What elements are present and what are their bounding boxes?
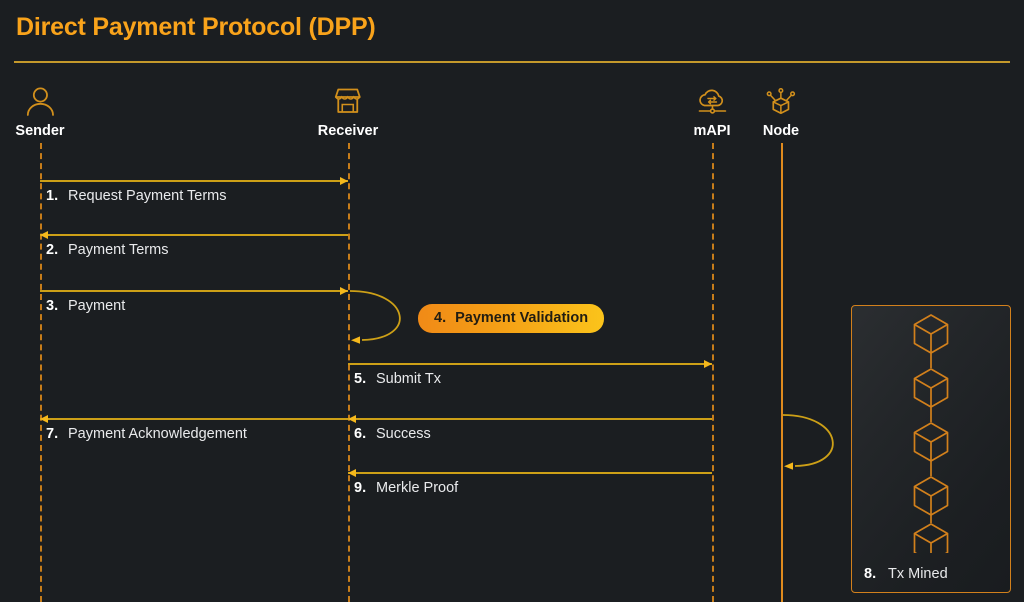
- self-action-label: Payment Validation: [455, 310, 589, 326]
- message-number: 9.: [354, 480, 367, 496]
- self-action-label: Tx Mined: [888, 566, 948, 582]
- message-text: Payment Terms: [68, 242, 169, 258]
- node-cube-icon: [763, 84, 799, 118]
- person-icon: [15, 84, 64, 118]
- arrowhead-right-icon: [340, 287, 348, 295]
- message-label: 5. Submit Tx: [354, 371, 441, 387]
- message-line: [40, 180, 348, 182]
- arrowhead-left-icon: [348, 415, 356, 423]
- self-action-number: 8.: [864, 566, 877, 582]
- message-label: 1. Request Payment Terms: [46, 188, 227, 204]
- actor-sender[interactable]: Sender: [15, 84, 65, 140]
- message-3[interactable]: 3. Payment: [40, 287, 348, 320]
- message-line: [40, 234, 348, 236]
- arrowhead-left-icon: [40, 415, 48, 423]
- message-6[interactable]: 6. Success: [348, 415, 712, 448]
- message-label: 2. Payment Terms: [46, 242, 168, 258]
- message-line: [40, 418, 348, 420]
- message-line: [40, 290, 348, 292]
- message-label: 9. Merkle Proof: [354, 480, 458, 496]
- actor-label-node: Node: [762, 123, 800, 139]
- arrowhead-right-icon: [340, 177, 348, 185]
- lifeline-sender: [40, 143, 42, 602]
- cloud-api-icon: [693, 84, 730, 118]
- shop-icon: [318, 84, 378, 118]
- message-line: [348, 363, 712, 365]
- message-1[interactable]: 1. Request Payment Terms: [40, 177, 348, 210]
- message-number: 1.: [46, 188, 59, 204]
- blockchain-cubes-icon: [892, 311, 970, 563]
- message-label: 6. Success: [354, 426, 431, 442]
- actor-receiver[interactable]: Receiver: [318, 84, 378, 140]
- arrowhead-left-icon: [348, 469, 356, 477]
- message-5[interactable]: 5. Submit Tx: [348, 360, 712, 393]
- header-divider: [14, 61, 1010, 63]
- message-9[interactable]: 9. Merkle Proof: [348, 469, 712, 502]
- message-text: Payment: [68, 298, 126, 314]
- message-7[interactable]: 7. Payment Acknowledgement: [40, 415, 348, 448]
- message-number: 2.: [46, 242, 59, 258]
- message-text: Request Payment Terms: [68, 188, 227, 204]
- message-number: 6.: [354, 426, 367, 442]
- arrowhead-left-icon: [40, 231, 48, 239]
- page-title: Direct Payment Protocol (DPP): [16, 13, 376, 41]
- message-number: 7.: [46, 426, 59, 442]
- actor-label-mapi: mAPI: [693, 123, 731, 139]
- actor-label-sender: Sender: [15, 123, 65, 139]
- actor-node[interactable]: Node: [763, 84, 799, 140]
- lifeline-receiver: [348, 143, 350, 602]
- message-2[interactable]: 2. Payment Terms: [40, 231, 348, 264]
- lifeline-node: [781, 143, 783, 602]
- message-text: Payment Acknowledgement: [68, 426, 247, 442]
- self-action-payment-validation[interactable]: 4. Payment Validation: [418, 304, 605, 333]
- blockchain-panel-label: 8. Tx Mined: [864, 566, 948, 582]
- self-action-number: 4.: [434, 310, 447, 326]
- self-loop-receiver: [348, 288, 428, 348]
- self-loop-node: [781, 412, 861, 474]
- actor-mapi[interactable]: mAPI: [693, 84, 731, 140]
- message-text: Merkle Proof: [376, 480, 459, 496]
- message-text: Success: [376, 426, 431, 442]
- message-label: 7. Payment Acknowledgement: [46, 426, 247, 442]
- message-line: [348, 418, 712, 420]
- message-number: 3.: [46, 298, 59, 314]
- blockchain-panel[interactable]: 8. Tx Mined: [851, 305, 1011, 593]
- message-label: 3. Payment: [46, 298, 125, 314]
- lifeline-mapi: [712, 143, 714, 602]
- actor-label-receiver: Receiver: [317, 123, 379, 139]
- message-line: [348, 472, 712, 474]
- message-text: Submit Tx: [376, 371, 442, 387]
- message-number: 5.: [354, 371, 367, 387]
- arrowhead-right-icon: [704, 360, 712, 368]
